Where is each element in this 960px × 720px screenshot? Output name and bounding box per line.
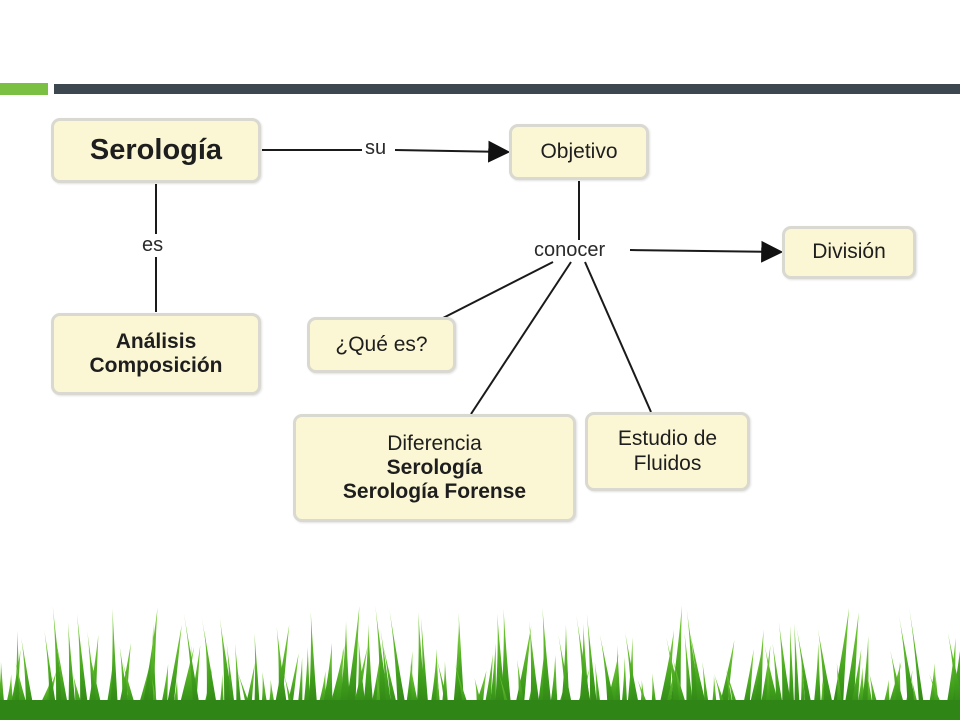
grass-blade <box>380 629 394 720</box>
grass-blade <box>586 613 599 720</box>
node-estudio-fluidos[interactable]: Estudio de Fluidos <box>585 412 750 491</box>
accent-bar-green <box>0 83 48 95</box>
link-conocer-diferencia <box>470 261 572 415</box>
node-estudio-line1: Estudio de <box>617 427 718 451</box>
grass-blade <box>898 614 920 720</box>
link-label-es: es <box>139 235 167 255</box>
grass-blade <box>752 629 764 720</box>
header-bar <box>54 84 960 94</box>
grass-blade <box>362 623 375 720</box>
grass-blade <box>421 617 430 720</box>
node-analisis-line1: Análisis <box>115 329 197 353</box>
node-analisis-line2: Composición <box>89 354 223 377</box>
link-label-conocer: conocer <box>531 240 609 260</box>
node-objetivo-label: Objetivo <box>540 139 618 163</box>
grass-blade <box>794 623 801 720</box>
grass-blade <box>389 608 409 720</box>
node-division-label: División <box>812 240 886 264</box>
grass-blade <box>308 612 319 720</box>
grass-blade <box>276 626 290 720</box>
grass-blade <box>778 621 794 720</box>
grass-blade <box>576 615 594 720</box>
node-diferencia[interactable]: Diferencia Serología Serología Forense <box>293 414 576 522</box>
node-objetivo[interactable]: Objetivo <box>509 124 649 180</box>
link-conocer-division <box>629 240 784 263</box>
grass-blade <box>944 637 956 720</box>
link-conocer-estudio <box>584 261 652 413</box>
grass-blade <box>204 630 219 720</box>
node-diferencia-line3: Serología Forense <box>342 480 527 504</box>
grass-blade <box>686 608 703 720</box>
grass-blade <box>219 617 237 720</box>
node-estudio-line2: Fluidos <box>633 451 702 475</box>
link-label-su: su <box>362 138 390 158</box>
grass-blade <box>684 632 695 720</box>
node-serologia[interactable]: Serología <box>51 118 261 183</box>
grass-base <box>0 700 960 720</box>
grass-blade <box>947 630 960 720</box>
node-diferencia-line1: Diferencia <box>387 431 482 455</box>
grass-blade <box>842 612 859 720</box>
grass-blade <box>183 612 203 720</box>
grass-blade <box>542 607 553 720</box>
grass-blade <box>201 617 220 720</box>
grass-blade <box>14 630 21 720</box>
grass-blade <box>908 605 927 720</box>
grass-blade <box>375 605 392 720</box>
grass-blade <box>344 605 360 720</box>
grass-blade <box>52 606 66 720</box>
grass-blade <box>788 625 795 720</box>
node-que-es[interactable]: ¿Qué es? <box>307 317 456 373</box>
link-su-right <box>394 140 511 163</box>
node-serologia-label: Serología <box>89 133 223 166</box>
node-que-es-label: ¿Qué es? <box>335 332 428 356</box>
node-analisis-composicion[interactable]: Análisis Composición <box>51 313 261 395</box>
grass-blade <box>254 633 261 720</box>
node-division[interactable]: División <box>782 226 916 279</box>
grass-blade <box>529 620 542 720</box>
node-diferencia-line2: Serología <box>386 455 483 479</box>
grass-blade <box>67 622 77 720</box>
grass-blade <box>110 608 119 720</box>
link-conocer-que-es <box>442 261 554 319</box>
grass-blade <box>860 635 869 720</box>
grass-blade <box>76 613 90 720</box>
